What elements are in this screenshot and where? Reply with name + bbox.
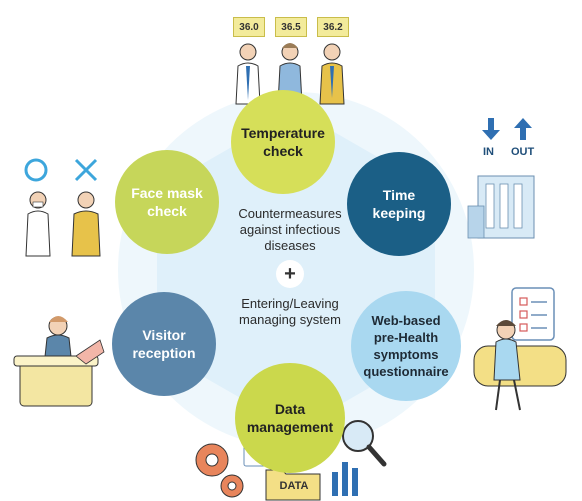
center-line: Countermeasures <box>238 206 342 221</box>
plus-icon: + <box>284 263 296 285</box>
plus-circle <box>276 260 304 288</box>
bar-chart-icon <box>332 462 358 496</box>
arrow-in-icon <box>482 118 500 140</box>
temperature-check-node <box>231 90 335 194</box>
data-management-node <box>235 363 345 473</box>
seated-person-illustration <box>473 320 567 411</box>
node-label-line: check <box>147 203 187 219</box>
node-label-line: Temperature <box>241 125 325 141</box>
node-label-line: keeping <box>372 205 426 221</box>
center-line: diseases <box>264 238 316 253</box>
time-keeping-label: Time keeping <box>347 182 451 226</box>
face-mask-check-node <box>115 150 219 254</box>
center-title: Countermeasures against infectious disea… <box>220 206 360 254</box>
data-folder-label: DATA <box>279 480 309 492</box>
visitor-reception-label: Visitor reception <box>112 322 216 366</box>
node-label-line: check <box>263 143 303 159</box>
node-label-line: Visitor <box>142 327 186 343</box>
arrow-out-icon <box>514 118 532 140</box>
node-label-line: questionnaire <box>363 364 449 379</box>
node-label-line: symptoms <box>373 347 439 362</box>
in-label: IN <box>483 146 494 158</box>
node-label-line: Data <box>274 401 306 417</box>
node-label-line: pre-Health <box>373 330 439 345</box>
web-questionnaire-label: Web-based pre-Health symptoms questionna… <box>351 310 461 382</box>
staff-illustration <box>235 43 345 105</box>
node-label-line: management <box>246 419 334 435</box>
temperature-check-label: Temperature check <box>231 118 335 166</box>
center-subtitle: Entering/Leaving managing system <box>220 296 360 328</box>
masked-people-illustration <box>25 191 101 257</box>
center-line: managing system <box>239 312 341 327</box>
temperature-tag: 36.0 <box>233 17 265 37</box>
center-line: Entering/Leaving <box>241 296 339 311</box>
visitor-reception-node <box>112 292 216 396</box>
temperature-tag: 36.2 <box>317 17 349 37</box>
clipboard-icon <box>511 287 555 341</box>
temperature-tag: 36.5 <box>275 17 307 37</box>
magnifier-icon <box>342 420 387 467</box>
node-label-line: Time <box>382 187 416 203</box>
circle-ok-icon <box>24 158 48 182</box>
face-mask-check-label: Face mask check <box>115 180 219 224</box>
out-label: OUT <box>511 146 535 158</box>
data-management-label: Data management <box>235 396 345 440</box>
cross-ng-icon <box>74 158 98 182</box>
node-label-line: Face mask <box>131 185 203 201</box>
gear-icon <box>195 443 244 498</box>
time-keeping-node <box>347 152 451 256</box>
building-illustration <box>467 175 535 239</box>
center-line: against infectious <box>239 222 341 237</box>
reception-desk-illustration <box>13 316 105 407</box>
web-questionnaire-node <box>351 291 461 401</box>
node-label-line: reception <box>132 345 196 361</box>
node-label-line: Web-based <box>371 313 441 328</box>
